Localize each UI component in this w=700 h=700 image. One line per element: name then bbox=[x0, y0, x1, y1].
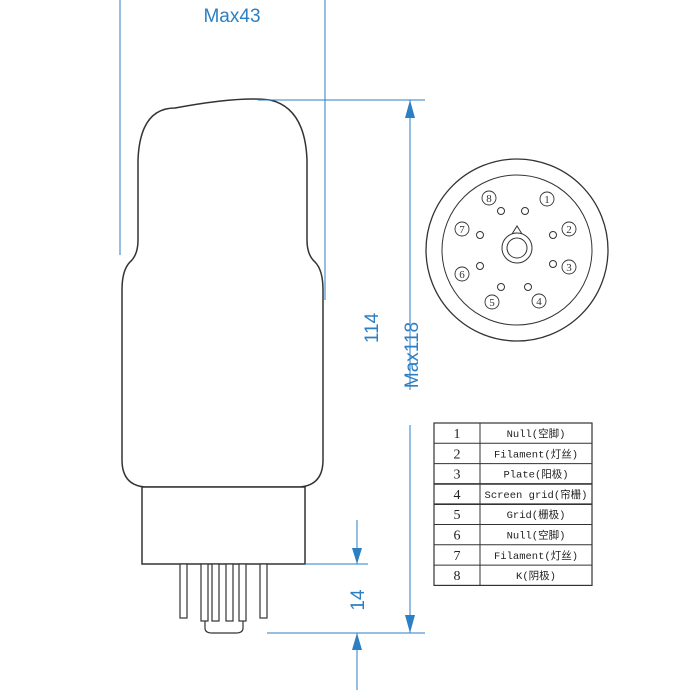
pin-length-dimension: 14 bbox=[267, 520, 425, 690]
pin-number-cell: 5 bbox=[454, 508, 461, 523]
width-dimension: Max43 bbox=[119, 0, 326, 300]
total-height-dimension: Max118 bbox=[258, 99, 425, 633]
pin-number-text: 1 bbox=[544, 194, 550, 206]
pin-number-text: 3 bbox=[566, 262, 572, 274]
pin bbox=[225, 563, 234, 622]
width-label: Max43 bbox=[203, 6, 260, 27]
pin-hole bbox=[497, 207, 505, 215]
pin-number-label: 1 bbox=[539, 191, 555, 207]
pin-number-cell: 1 bbox=[454, 427, 461, 442]
center-key-inner bbox=[506, 237, 528, 259]
pin-length-label: 14 bbox=[348, 589, 369, 611]
pin-function-cell: Filament(灯丝) bbox=[494, 448, 578, 461]
table-row: 1 Null(空脚) bbox=[454, 427, 566, 442]
pin-hole bbox=[521, 207, 529, 215]
pin-number-cell: 3 bbox=[454, 468, 461, 483]
pin-number-text: 8 bbox=[486, 193, 492, 205]
pin bbox=[211, 563, 220, 622]
pin-function-cell: Grid(栅极) bbox=[507, 508, 566, 522]
pin-number-label: 8 bbox=[481, 190, 497, 206]
pin-arrow-bottom bbox=[352, 633, 362, 650]
pin bbox=[179, 563, 188, 619]
pin-number-circle bbox=[561, 221, 577, 237]
body-height-dimension: 114 bbox=[362, 312, 383, 343]
pin-hole bbox=[497, 283, 505, 291]
pin-function-cell: Filament(灯丝) bbox=[494, 550, 578, 563]
pin-number-cell: 6 bbox=[454, 529, 461, 544]
pin-arrow-top bbox=[352, 548, 362, 564]
pin-number-label: 6 bbox=[454, 266, 470, 282]
table-row: 7 Filament(灯丝) bbox=[434, 544, 592, 564]
pin-hole bbox=[549, 231, 557, 239]
pin bbox=[238, 563, 247, 622]
table-row: 2 Filament(灯丝) bbox=[434, 442, 592, 462]
pin-number-label: 7 bbox=[454, 221, 470, 237]
pin-hole bbox=[476, 262, 484, 270]
pin-number-circle bbox=[531, 293, 547, 309]
pin-hole bbox=[476, 231, 484, 239]
pin-number-label: 2 bbox=[561, 221, 577, 237]
socket-bottom-view: 1 2 3 4 5 6 7 8 bbox=[425, 158, 609, 342]
table-row: 5 Grid(栅极) bbox=[434, 503, 592, 523]
tube-pins bbox=[179, 563, 268, 634]
pin-number-cell: 7 bbox=[454, 549, 461, 564]
table-row: 3 Plate(阳极) bbox=[434, 463, 592, 483]
pin-labels: 1 2 3 4 5 6 7 8 bbox=[454, 190, 577, 310]
pin-function-cell: K(阴极) bbox=[516, 569, 556, 583]
pin-number-text: 7 bbox=[459, 224, 465, 236]
pin-number-circle bbox=[539, 191, 555, 207]
pin-hole bbox=[524, 283, 532, 291]
pin-number-circle bbox=[561, 259, 577, 275]
pin-number-text: 6 bbox=[459, 269, 465, 281]
pin-number-text: 4 bbox=[536, 296, 542, 308]
pin-number-label: 4 bbox=[531, 293, 547, 309]
pin-number-circle bbox=[484, 294, 500, 310]
pin-holes bbox=[476, 207, 557, 291]
arrow-up bbox=[405, 100, 415, 118]
pin-function-cell: Null(空脚) bbox=[507, 529, 566, 543]
pin-number-label: 5 bbox=[484, 294, 500, 310]
pin-number-cell: 8 bbox=[454, 569, 461, 584]
total-height-label: Max118 bbox=[402, 322, 423, 388]
pin-number-circle bbox=[481, 190, 497, 206]
pin-number-circle bbox=[454, 221, 470, 237]
center-key bbox=[204, 621, 244, 634]
arrow-down bbox=[405, 615, 415, 633]
pin-hole bbox=[549, 260, 557, 268]
pin-number-cell: 4 bbox=[454, 488, 461, 503]
pin-function-cell: Plate(阳极) bbox=[503, 468, 568, 482]
table-row: 6 Null(空脚) bbox=[434, 524, 592, 544]
pin bbox=[200, 563, 209, 622]
tube-base bbox=[141, 486, 306, 565]
pin-function-cell: Null(空脚) bbox=[507, 427, 566, 441]
pin-number-text: 5 bbox=[489, 297, 495, 309]
key-notch bbox=[511, 225, 523, 235]
table-row: 8 K(阴极) bbox=[434, 564, 592, 584]
pin-number-circle bbox=[454, 266, 470, 282]
pin-number-cell: 2 bbox=[454, 447, 461, 462]
body-height-label: 114 bbox=[362, 312, 383, 343]
pin-function-cell: Screen grid(帘栅) bbox=[485, 488, 588, 502]
pin-number-label: 3 bbox=[561, 259, 577, 275]
pin-number-text: 2 bbox=[566, 224, 572, 236]
table-row: 4 Screen grid(帘栅) bbox=[434, 483, 592, 503]
pin bbox=[259, 563, 268, 619]
tube-glass-envelope bbox=[121, 98, 324, 488]
